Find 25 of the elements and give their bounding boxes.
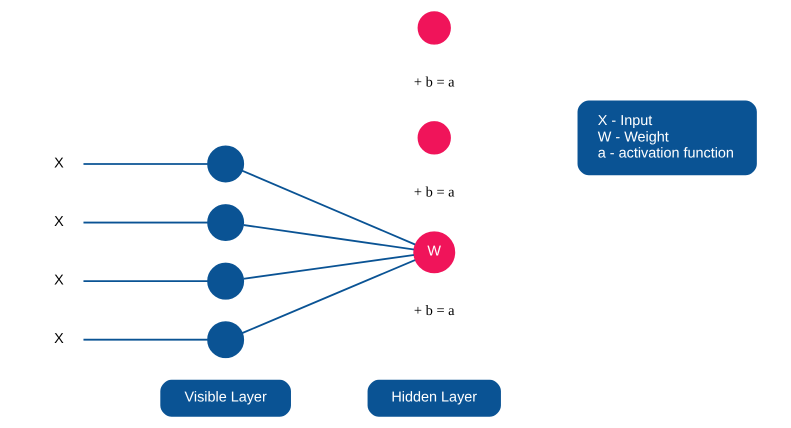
node-circle — [207, 321, 244, 358]
node-text: X — [54, 331, 64, 348]
node-text: X — [54, 272, 64, 289]
node-box: Hidden Layer — [368, 380, 501, 417]
node-circle: W — [413, 231, 456, 274]
node-text: X — [54, 214, 64, 230]
node-circle — [418, 121, 451, 155]
connector — [242, 259, 416, 334]
node-circle — [207, 204, 244, 242]
connector — [83, 163, 208, 165]
connector — [244, 224, 414, 250]
node-label: + b = a — [414, 303, 455, 320]
connector — [83, 222, 208, 224]
node-circle — [207, 146, 244, 182]
connector — [83, 338, 208, 341]
node-label: + b = a — [414, 74, 455, 90]
connector — [244, 254, 414, 280]
node-circle — [418, 11, 451, 45]
node-box: Visible Layer — [160, 380, 291, 417]
connector — [83, 280, 208, 282]
node-circle — [207, 262, 244, 300]
connector — [242, 170, 416, 246]
node-box: X - Input W - Weight a - activation function — [578, 100, 757, 176]
node-label: + b = a — [414, 184, 455, 200]
node-text: X — [54, 155, 64, 172]
